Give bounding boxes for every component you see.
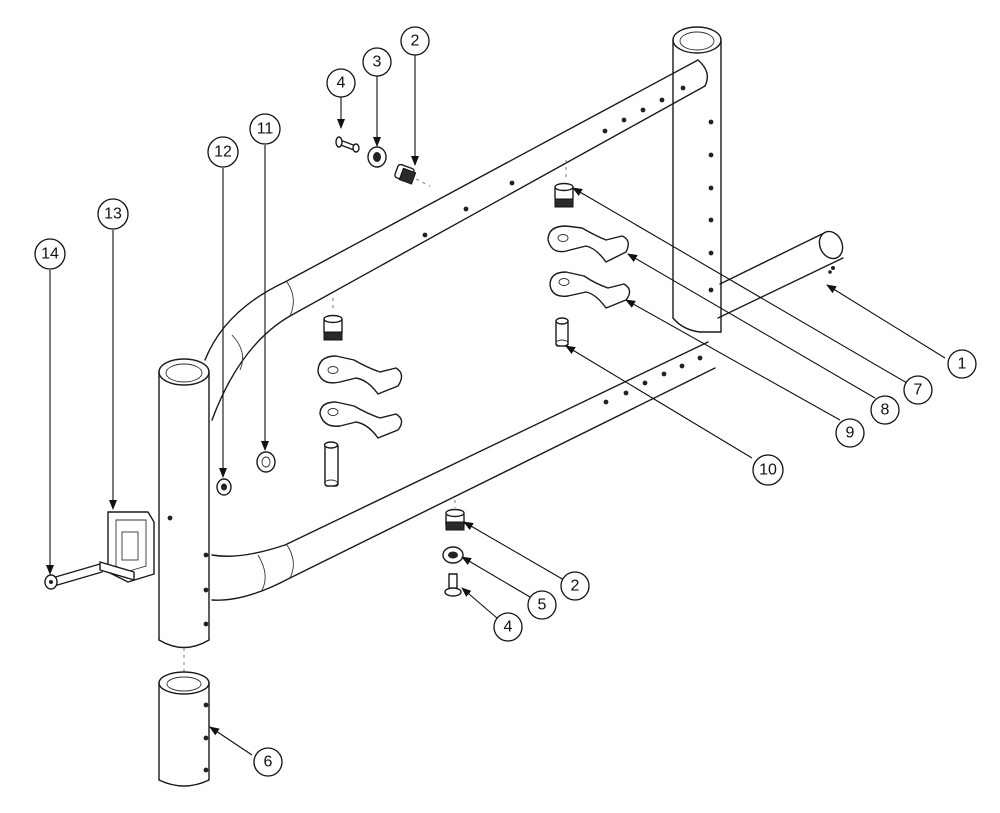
front-clamp-hardware: [317, 298, 403, 487]
leader-lines: [46, 55, 946, 756]
mounting-bracket: [99, 511, 155, 583]
insert-sleeve: [158, 648, 210, 787]
callout-10: 10: [752, 454, 784, 486]
callout-10-label: 10: [759, 462, 777, 479]
nut-11: [256, 451, 276, 473]
barrel-nut-bottom: [445, 508, 465, 531]
callout-2-bottom: 2: [560, 571, 590, 601]
callout-4-bottom-label: 4: [504, 619, 513, 636]
callout-3: 3: [362, 47, 392, 77]
callout-9: 9: [835, 418, 865, 448]
rear-upright-tube: [672, 26, 722, 333]
callout-14: 14: [34, 238, 66, 270]
callout-1-label: 1: [958, 356, 967, 373]
callout-12: 12: [207, 136, 239, 168]
callout-13: 13: [97, 198, 129, 230]
lower-clamp-rear: [549, 271, 631, 309]
washer-top: [367, 146, 387, 168]
bottom-fastener-set: [442, 500, 465, 597]
bolt-bottom: [444, 573, 462, 597]
callout-1: 1: [947, 349, 977, 379]
socket-bolt-rear: [555, 317, 569, 347]
socket-bolt-front: [323, 441, 339, 487]
upper-clamp-rear: [547, 225, 629, 263]
callout-9-label: 9: [846, 425, 855, 442]
callout-8-label: 8: [881, 402, 890, 419]
washer-12: [216, 478, 232, 496]
axle-tube: [717, 230, 844, 319]
callout-11-label: 11: [257, 121, 274, 138]
callout-14-label: 14: [41, 246, 59, 263]
upper-clamp-front: [317, 355, 403, 395]
callout-2-bottom-label: 2: [571, 578, 580, 595]
barrel-nut-top: [394, 163, 417, 185]
callout-6-label: 6: [264, 754, 273, 771]
callout-11: 11: [249, 113, 281, 145]
rear-clamp-hardware: [547, 160, 631, 347]
callout-4-bottom: 4: [493, 612, 523, 642]
bottom-rail-tube: [211, 341, 716, 601]
callout-5-label: 5: [538, 597, 547, 614]
callout-12-label: 12: [214, 144, 232, 161]
callout-7-label: 7: [914, 382, 923, 399]
callout-7: 7: [903, 375, 933, 405]
top-fastener-set: [335, 136, 431, 187]
callout-13-label: 13: [104, 206, 122, 223]
top-rail-tube: [204, 59, 708, 421]
callout-5: 5: [527, 590, 557, 620]
side-frame: [158, 26, 722, 649]
callout-4-top: 4: [326, 68, 356, 98]
front-upright-tube: [158, 358, 210, 649]
callout-4-top-label: 4: [337, 75, 346, 92]
lower-clamp-front: [319, 401, 403, 439]
callout-2-top-label: 2: [411, 33, 420, 50]
callout-6: 6: [253, 747, 283, 777]
washer-bottom: [442, 546, 464, 564]
callout-3-label: 3: [373, 54, 382, 71]
barrel-nut-rear: [554, 182, 574, 208]
callout-8: 8: [870, 395, 900, 425]
callout-2-top: 2: [400, 26, 430, 56]
long-bolt-14: [44, 563, 103, 590]
bolt-top: [335, 136, 360, 153]
barrel-nut-front: [323, 314, 343, 341]
